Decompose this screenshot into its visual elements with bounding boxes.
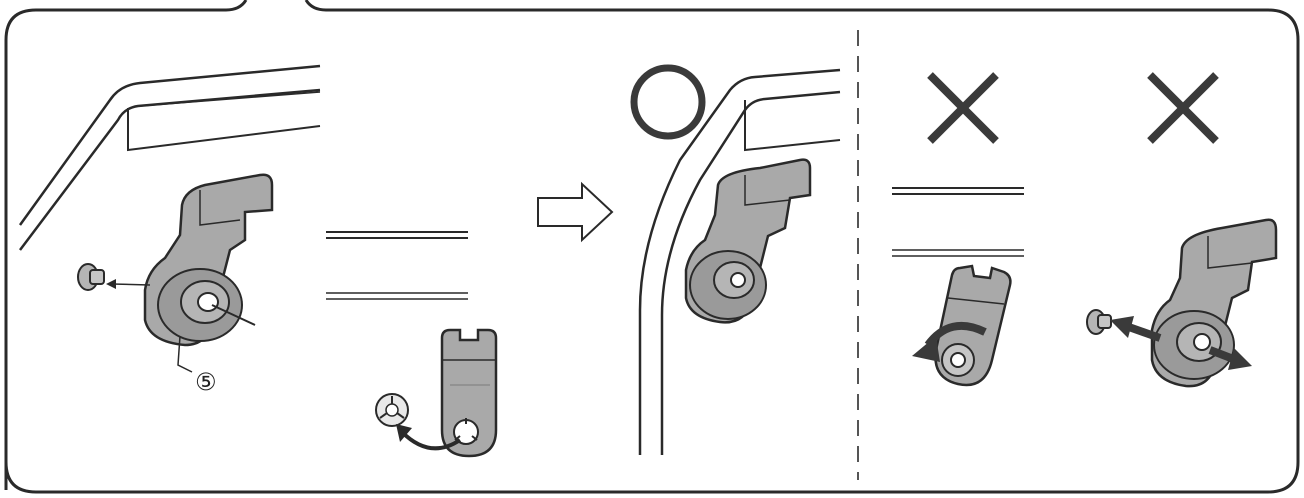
panel-correct: [630, 64, 841, 455]
knob-loose-icon: [1086, 309, 1112, 335]
pull-arrow-left-icon: [1110, 316, 1162, 342]
bracket-part: [143, 173, 274, 347]
knob-top-view-icon: [375, 393, 409, 427]
bracket-tab-part: [440, 328, 498, 458]
bracket-loose-part: [1150, 218, 1278, 388]
panel-incorrect-loose: [1086, 72, 1278, 388]
panel-attach-knob: [326, 231, 498, 458]
rotate-arrow-icon: [400, 430, 462, 451]
incorrect-cross-icon: [927, 72, 999, 144]
knob-icon: [77, 263, 105, 291]
panel-remove-knob: ⑤: [18, 64, 321, 396]
correct-circle-icon: [630, 64, 706, 140]
panel-incorrect-rotated: [892, 72, 1024, 387]
pull-arrow-right-icon: [1208, 346, 1252, 370]
incorrect-cross-icon-2: [1147, 72, 1219, 144]
right-outline-arrow-icon: [537, 181, 614, 243]
bracket-installed-part: [684, 158, 812, 324]
part-number-label: ⑤: [195, 368, 217, 396]
diagram-frame: [4, 0, 1300, 494]
